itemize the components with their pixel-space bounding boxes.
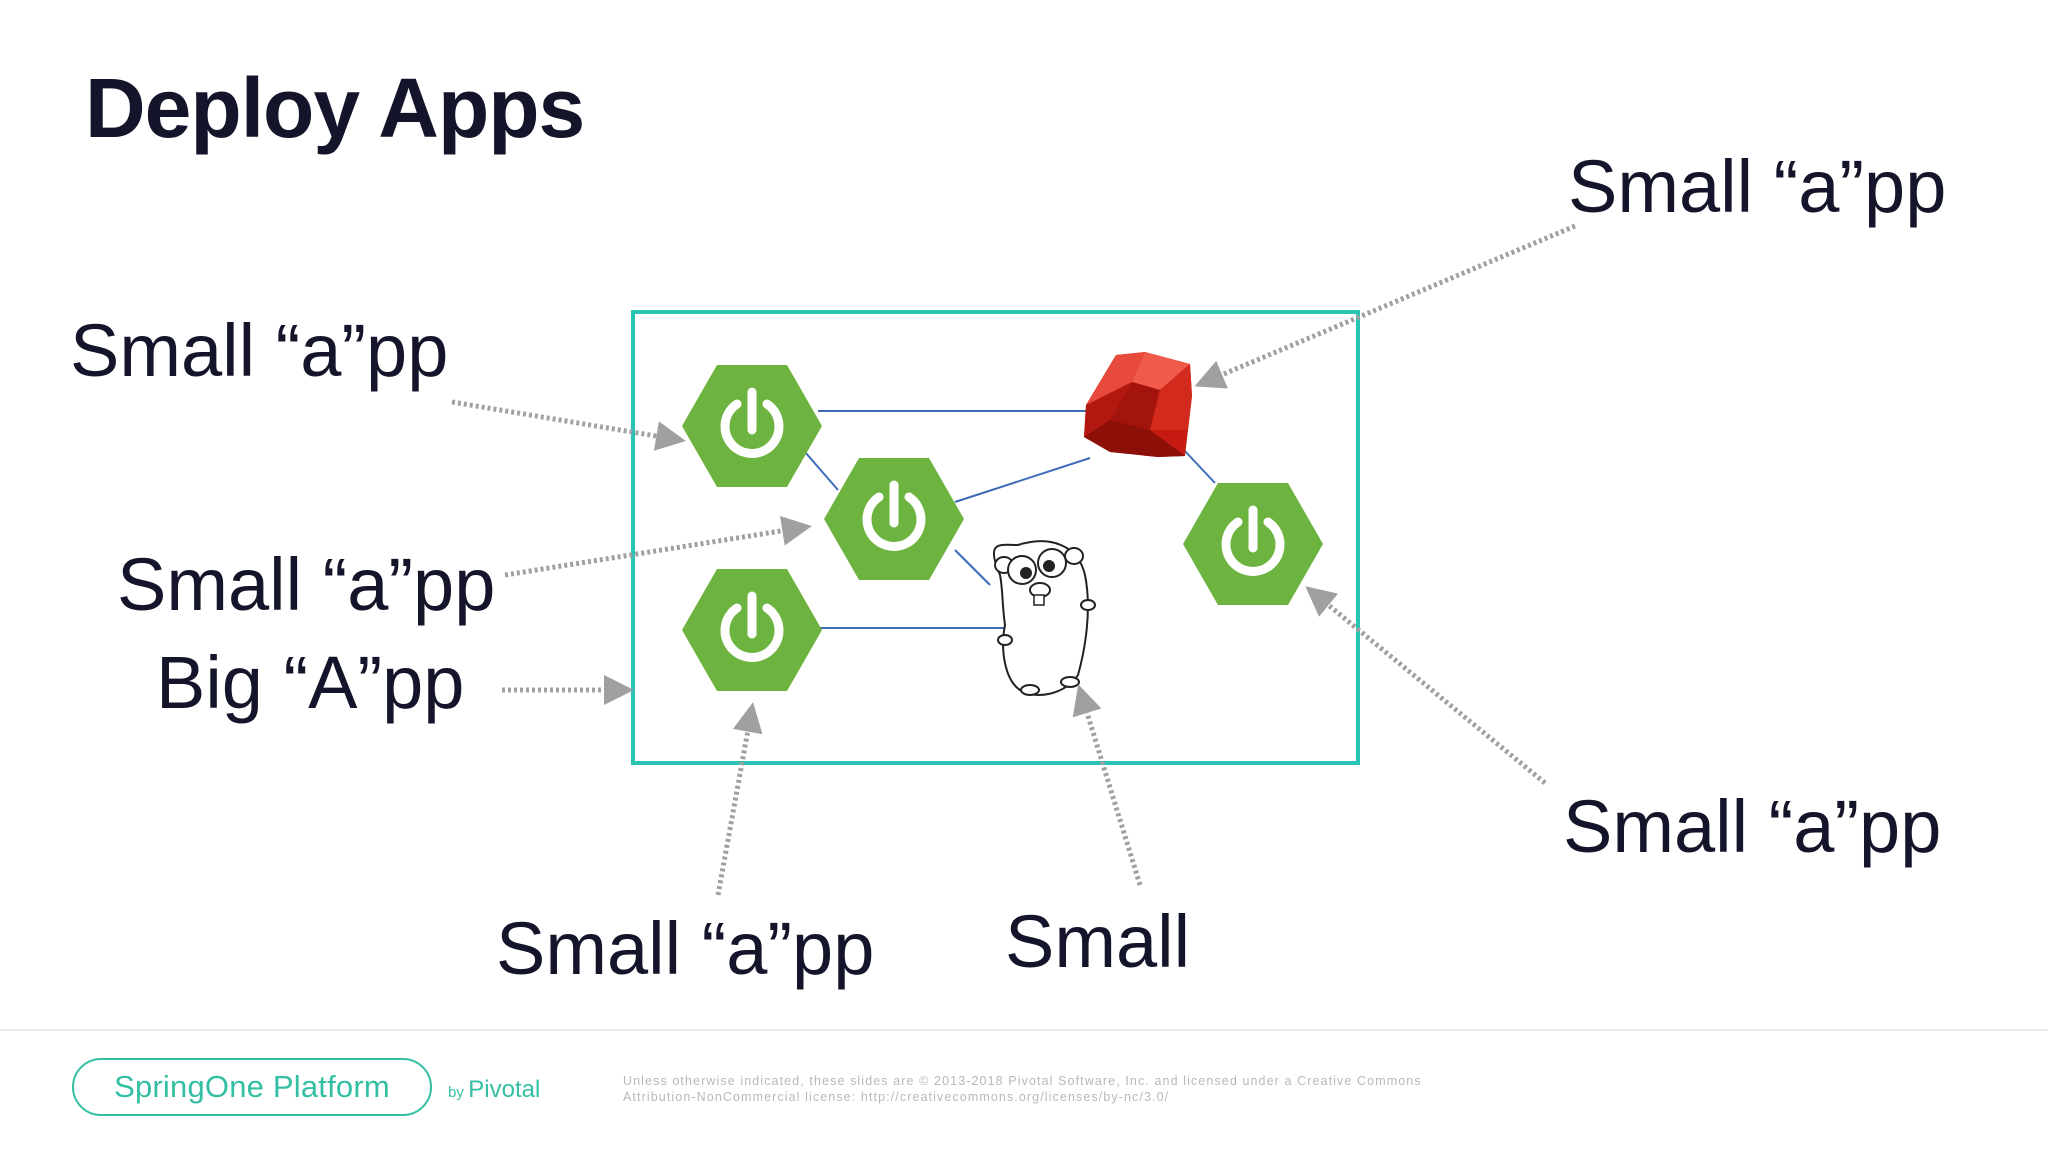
slide-title: Deploy Apps	[85, 61, 585, 155]
label-big-app: Big “A”pp	[156, 641, 465, 724]
label-small-app-left-top: Small “a”pp	[70, 309, 449, 392]
pivotal-text: Pivotal	[468, 1076, 541, 1103]
label-small-bottom-middle: Small	[1005, 900, 1191, 983]
label-small-app-top-right: Small “a”pp	[1568, 145, 1947, 228]
ruby-gem-icon	[1084, 352, 1192, 457]
legal-line-1: Unless otherwise indicated, these slides…	[623, 1074, 1422, 1088]
legal-notice: Unless otherwise indicated, these slides…	[623, 1073, 1523, 1105]
go-gopher-icon	[993, 540, 1096, 696]
springone-platform-logo: SpringOne Platform	[72, 1058, 432, 1116]
footer-divider	[0, 1029, 2048, 1031]
annotation-arrows	[451, 223, 1576, 896]
pivotal-logo: by Pivotal	[448, 1076, 540, 1104]
by-text: by	[448, 1084, 464, 1101]
label-small-app-bottom-right: Small “a”pp	[1563, 785, 1942, 868]
label-small-app-bottom-left: Small “a”pp	[496, 907, 875, 990]
label-small-app-left-middle: Small “a”pp	[117, 543, 496, 626]
connector-lines	[804, 410, 1216, 629]
legal-line-2: Attribution-NonCommercial license: http:…	[623, 1090, 1170, 1104]
